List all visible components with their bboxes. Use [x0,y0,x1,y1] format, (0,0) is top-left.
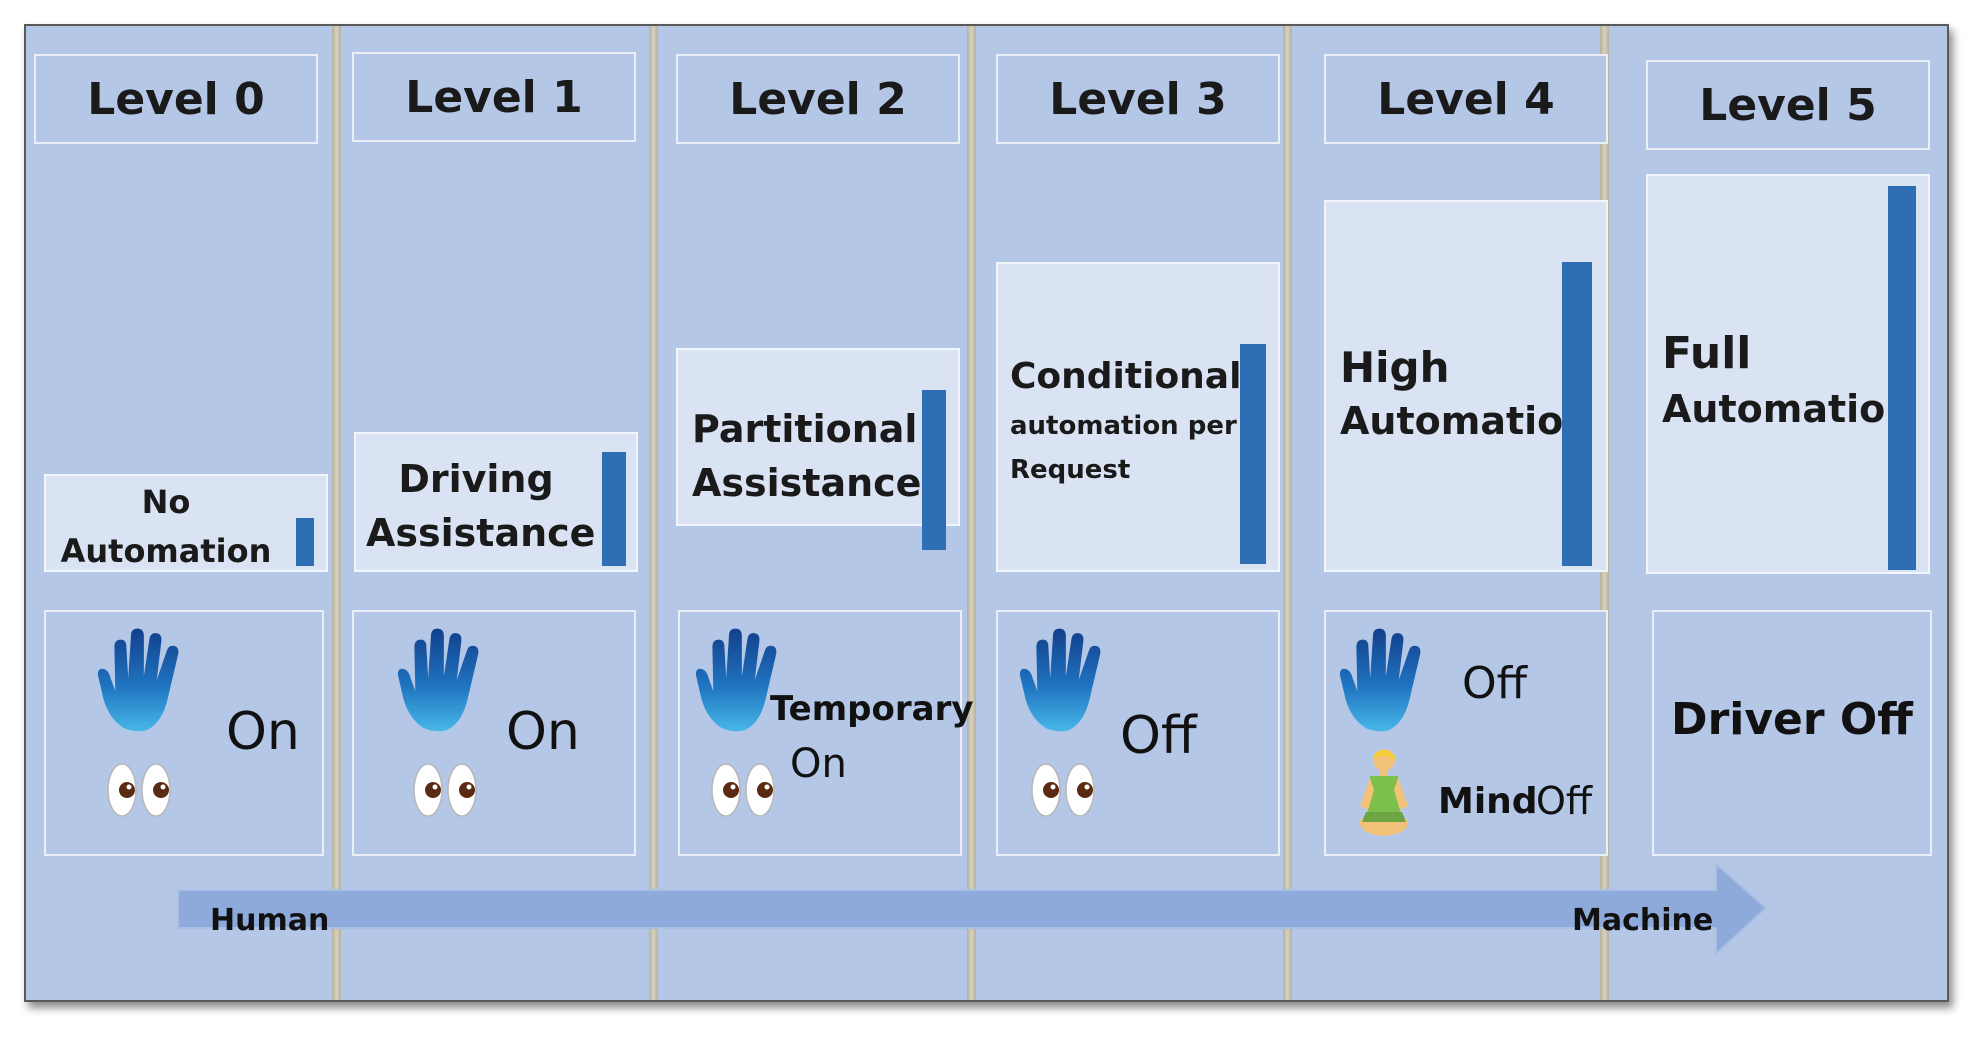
eyes-icon [1030,762,1096,818]
level-4-description-line2: Automation [1340,399,1591,443]
level-2-description [676,348,960,526]
column-divider [967,26,976,1000]
human-to-machine-arrow [177,864,1768,957]
level-3-description-line2: automation per [1010,411,1237,441]
level-1-header: Level 1 [352,52,636,142]
level-5-driver-panel [1652,610,1932,856]
level-5-description [1646,174,1930,574]
level-5-header: Level 5 [1646,60,1930,150]
level-2-header: Level 2 [676,54,960,144]
level-5-description-line1: Full [1662,328,1752,379]
level-1-description-line1: Driving [398,457,554,501]
level-2-status-line2: On [790,741,847,787]
level-4-header: Level 4 [1324,54,1608,144]
level-0-description-line1: No [141,483,191,521]
level-4-mind-status: Off [1536,779,1593,823]
level-3-description-line1: Conditional [1010,356,1242,397]
level-0-header: Level 0 [34,54,318,144]
level-1-description [354,432,638,572]
level-3-automation-bar [1240,344,1266,564]
eyes-icon [710,762,776,818]
level-1-description-line2: Assistance [366,511,596,555]
level-1-driver-panel [352,610,636,856]
level-2-status-line1: Temporary [770,689,974,729]
level-0-driver-panel [44,610,324,856]
column-divider [649,26,658,1000]
level-0-description-line2: Automation [60,532,272,570]
level-1-automation-bar [602,452,626,566]
meditating-person-icon [1359,749,1409,836]
level-4-automation-bar [1562,262,1592,566]
level-3-status: Off [1120,706,1197,766]
hand-icon [1338,626,1430,738]
level-3-description [996,262,1280,572]
arrow-start-label: Human [210,903,330,938]
level-1-status: On [506,702,580,762]
level-2-automation-bar [922,390,946,550]
level-5-status: Driver Off [1671,694,1913,745]
level-4-status: Off [1462,658,1527,709]
column-divider [1283,26,1292,1000]
hand-icon [396,626,488,738]
hand-icon [96,626,188,738]
levels-diagram: Level 0 No Automation On Level 1 Driving… [24,24,1949,1002]
arrow-end-label: Machine [1572,903,1714,938]
level-0-automation-bar [296,518,314,566]
level-0-description [44,474,328,572]
hand-icon [1018,626,1110,738]
level-5-description-line2: Automation [1662,387,1913,431]
eyes-icon [412,762,478,818]
level-3-description-line3: Request [1010,455,1131,485]
level-0-status: On [226,702,300,762]
level-5-automation-bar [1888,186,1916,570]
level-2-driver-panel [678,610,962,856]
eyes-icon [106,762,172,818]
column-divider [332,26,341,1000]
level-2-description-line1: Partitional [692,407,918,451]
level-3-header: Level 3 [996,54,1280,144]
level-4-description-line1: High [1340,343,1450,392]
level-2-description-line2: Assistance [692,461,922,505]
level-4-description [1324,200,1608,572]
level-4-mind-label: Mind [1438,781,1538,822]
